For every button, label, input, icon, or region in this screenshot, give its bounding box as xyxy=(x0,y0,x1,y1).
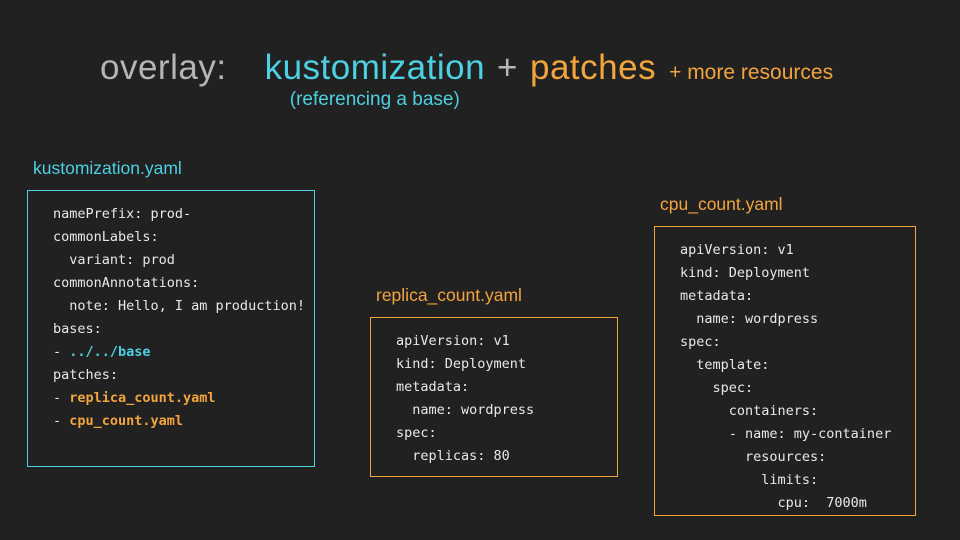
code-segment: note: Hello, I am production! xyxy=(53,298,305,314)
code-line: namePrefix: prod- xyxy=(53,203,300,226)
code-segment: commonAnnotations: xyxy=(53,275,200,291)
code-segment: name: wordpress xyxy=(396,402,535,418)
code-segment-orange: cpu_count.yaml xyxy=(69,413,184,429)
code-segment: name: wordpress xyxy=(680,311,819,327)
code-segment: patches: xyxy=(53,367,119,383)
code-line: replicas: 80 xyxy=(396,445,603,468)
code-segment: containers: xyxy=(680,403,819,419)
code-line: name: wordpress xyxy=(680,308,901,331)
code-line: commonLabels: xyxy=(53,226,300,249)
code-segment: - xyxy=(53,413,70,429)
code-line: commonAnnotations: xyxy=(53,272,300,295)
code-box-kustomization-yaml: kustomization.yaml namePrefix: prod-comm… xyxy=(27,158,315,467)
code-line: resources: xyxy=(680,446,901,469)
code-line: metadata: xyxy=(680,285,901,308)
code-segment: resources: xyxy=(680,449,827,465)
code-box-label: cpu_count.yaml xyxy=(660,194,783,214)
code-segment: kind: Deployment xyxy=(396,356,527,372)
code-line: - replica_count.yaml xyxy=(53,387,300,410)
code-line: metadata: xyxy=(396,376,603,399)
code-segment-cyan: ../../base xyxy=(69,344,151,360)
code-line: kind: Deployment xyxy=(680,262,901,285)
code-line: spec: xyxy=(396,422,603,445)
code-segment: metadata: xyxy=(680,288,754,304)
code-segment: kind: Deployment xyxy=(680,265,811,281)
code-segment: metadata: xyxy=(396,379,470,395)
code-segment: cpu: 7000m xyxy=(680,495,867,511)
code-line: spec: xyxy=(680,331,901,354)
code-line: limits: xyxy=(680,469,901,492)
code-box-label: replica_count.yaml xyxy=(376,285,522,305)
code-segment: template: xyxy=(680,357,770,373)
code-segment: - name: my-container xyxy=(680,426,892,442)
code-line: name: wordpress xyxy=(396,399,603,422)
code-segment: commonLabels: xyxy=(53,229,159,245)
code-box-body: namePrefix: prod-commonLabels: variant: … xyxy=(27,190,315,467)
code-line: spec: xyxy=(680,377,901,400)
code-box-replica-count-yaml: replica_count.yaml apiVersion: v1 kind: D… xyxy=(370,285,618,477)
code-line: apiVersion: v1 xyxy=(680,239,901,262)
code-segment: apiVersion: v1 xyxy=(680,242,794,258)
title-subtitle-referencing-base: (referencing a base) xyxy=(289,89,460,110)
code-line: bases: xyxy=(53,318,300,341)
slide-title: overlay: kustomization (referencing a ba… xyxy=(100,48,834,110)
title-kustomization-group: kustomization (referencing a base) xyxy=(264,48,486,110)
code-segment-orange: replica_count.yaml xyxy=(69,390,216,406)
code-line: variant: prod xyxy=(53,249,300,272)
title-overlay-text: overlay: xyxy=(100,48,227,87)
code-line: template: xyxy=(680,354,901,377)
code-segment: - xyxy=(53,344,70,360)
code-line: - cpu_count.yaml xyxy=(53,410,300,433)
code-line: apiVersion: v1 xyxy=(396,330,603,353)
code-segment: - xyxy=(53,390,70,406)
code-line: kind: Deployment xyxy=(396,353,603,376)
code-segment: namePrefix: prod- xyxy=(53,206,192,222)
code-segment: spec: xyxy=(680,380,754,396)
code-line: - name: my-container xyxy=(680,423,901,446)
title-kustomization-text: kustomization xyxy=(264,48,486,87)
code-segment: bases: xyxy=(53,321,102,337)
code-segment: spec: xyxy=(680,334,721,350)
code-box-label: kustomization.yaml xyxy=(33,158,182,178)
code-segment: apiVersion: v1 xyxy=(396,333,510,349)
code-line: - ../../base xyxy=(53,341,300,364)
code-segment: spec: xyxy=(396,425,437,441)
code-line: note: Hello, I am production! xyxy=(53,295,305,318)
title-more-resources-text: + more resources xyxy=(669,61,834,84)
code-box-cpu-count-yaml: cpu_count.yaml apiVersion: v1 kind: Deplo… xyxy=(654,194,916,516)
code-segment: variant: prod xyxy=(53,252,175,268)
code-segment: replicas: 80 xyxy=(396,448,510,464)
code-line: patches: xyxy=(53,364,300,387)
code-line: containers: xyxy=(680,400,901,423)
code-line: cpu: 7000m xyxy=(680,492,901,515)
title-patches-text: patches xyxy=(530,48,657,87)
title-plus-sign: + xyxy=(497,48,518,87)
code-segment: limits: xyxy=(680,472,819,488)
